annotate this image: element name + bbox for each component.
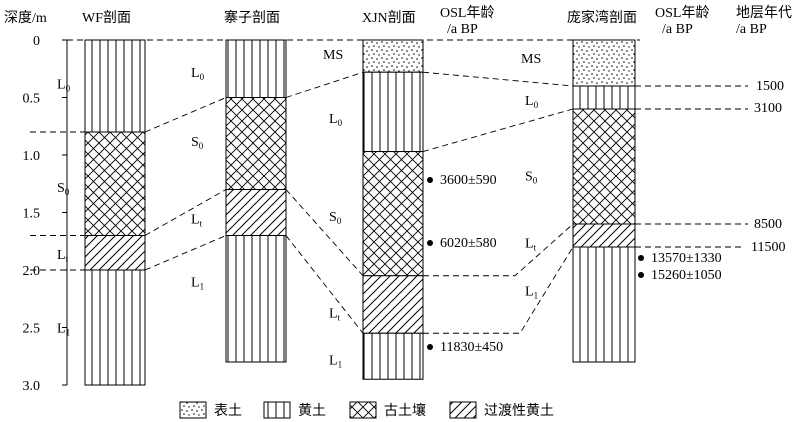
strat-age-3100: 3100 <box>754 101 782 116</box>
topsoil-layer <box>572 39 636 87</box>
loess-layer <box>84 269 146 386</box>
depth-tick-label: 2.5 <box>23 322 41 337</box>
correlation-lines <box>30 39 748 334</box>
wf-zhaizi-lt-top-line <box>144 189 227 236</box>
ms-label-pangjiawan: MS <box>521 52 541 67</box>
osl-point-marker <box>427 344 433 350</box>
topsoil-layer <box>362 39 424 73</box>
strat-age-11500: 11500 <box>751 240 785 255</box>
loess-layer <box>225 39 287 98</box>
wf-zhaizi-l1-top-line <box>144 235 227 271</box>
osl-header-1-line1: OSL年龄 <box>440 5 494 21</box>
strat-age-1500: 1500 <box>756 79 784 94</box>
legend-label-topsoil: 表土 <box>214 403 242 419</box>
transitional-layer <box>225 189 287 236</box>
ms-label-xjn: MS <box>323 48 343 63</box>
layer-label-xjn: Lt <box>329 307 341 323</box>
layer-label-zhaizi: L1 <box>191 276 204 292</box>
layer-label-pangjiawan: L1 <box>525 285 538 301</box>
legend-label-loess: 黄土 <box>298 402 326 419</box>
osl-age-xjn-3: 11830±450 <box>440 340 503 355</box>
layer-label-zhaizi: Lt <box>191 212 203 228</box>
legend-swatch-loess <box>263 401 291 419</box>
layer-label-wf: S0 <box>57 181 70 197</box>
legend-swatch-paleosol <box>349 401 377 419</box>
zhaizi-xjn-l1-top-line <box>285 235 364 334</box>
strat-header-line1: 地层年代 <box>736 5 792 21</box>
depth-tick-label: 1.0 <box>23 149 41 164</box>
paleosol-layer <box>572 108 636 225</box>
osl-ages-xjn: 3600±590 6020±580 11830±450 <box>427 173 503 355</box>
zhaizi-section-column <box>225 39 287 363</box>
stratigraphic-ages: 1500 3100 8500 11500 <box>751 79 785 255</box>
osl-point-marker <box>427 240 433 246</box>
wf-zhaizi-s0-top-line <box>144 97 227 133</box>
legend-swatch-transitional <box>449 401 477 419</box>
xjn-pjw-l1-top-line <box>423 246 574 334</box>
layer-label-pangjiawan: L0 <box>525 94 539 110</box>
loess-layer <box>84 39 146 133</box>
osl-header-2-line1: OSL年龄 <box>655 5 709 21</box>
pangjiawan-section-title: 庞家湾剖面 <box>567 9 637 26</box>
legend-swatch-topsoil <box>179 401 207 419</box>
xjn-pjw-l0-top-line <box>422 71 574 87</box>
layer-label-wf: Lt <box>57 248 69 264</box>
osl-age-xjn-2: 6020±580 <box>440 236 497 251</box>
paleosol-layer <box>225 97 287 190</box>
xjn-pjw-s0-top-line <box>422 108 574 152</box>
transitional-layer <box>84 235 146 271</box>
depth-axis-label: 深度/m <box>4 10 47 26</box>
layer-label-zhaizi: S0 <box>191 135 204 151</box>
osl-point-marker <box>638 272 644 278</box>
wf-section-column <box>84 39 146 386</box>
wf-section-title: WF剖面 <box>82 10 131 26</box>
zhaizi-section-title: 寨子剖面 <box>224 9 280 26</box>
zhaizi-xjn-lt-top-line <box>285 189 364 277</box>
transitional-layer <box>362 275 424 334</box>
depth-axis: 0 0.5 1.0 1.5 2.0 2.5 3.0 <box>23 34 68 394</box>
loess-layer <box>225 235 287 363</box>
layer-label-wf: L0 <box>57 78 71 94</box>
loess-layer <box>572 85 636 110</box>
osl-point-marker <box>427 177 433 183</box>
layer-label-pangjiawan: S0 <box>525 170 538 186</box>
xjn-section-column <box>362 39 424 380</box>
osl-header-2-line2: /a BP <box>662 22 693 37</box>
loess-layer <box>362 71 424 153</box>
pangjiawan-section-column <box>572 39 636 363</box>
layer-label-zhaizi: L0 <box>191 66 205 82</box>
xjn-pjw-lt-top-line <box>423 223 574 277</box>
depth-tick-label: 0 <box>33 34 40 49</box>
osl-age-pangjiawan-2: 15260±1050 <box>651 268 722 283</box>
layer-label-pangjiawan: Lt <box>525 236 537 252</box>
depth-tick-label: 0.5 <box>23 92 41 107</box>
osl-age-pangjiawan-1: 13570±1330 <box>651 251 722 266</box>
depth-tick-label: 2.0 <box>23 264 41 279</box>
layer-label-xjn: S0 <box>329 210 342 226</box>
zhaizi-xjn-l0-top-line <box>285 71 364 98</box>
layer-label-wf: L1 <box>57 322 70 338</box>
osl-ages-pangjiawan: 13570±1330 15260±1050 <box>638 251 722 283</box>
transitional-layer <box>572 223 636 248</box>
osl-header-1-line2: /a BP <box>447 22 478 37</box>
osl-age-xjn-1: 3600±590 <box>440 173 497 188</box>
legend-label-transitional: 过渡性黄土 <box>484 402 554 419</box>
paleosol-layer <box>362 151 424 277</box>
legend-label-paleosol: 古土壤 <box>384 402 426 419</box>
strat-header-line2: /a BP <box>736 22 767 37</box>
xjn-section-title: XJN剖面 <box>362 10 416 26</box>
paleosol-layer <box>84 131 146 236</box>
depth-tick-label: 1.5 <box>23 207 41 222</box>
legend: 表土 黄土 古土壤 过渡性黄土 <box>179 401 554 419</box>
layer-label-xjn: L0 <box>329 112 343 128</box>
strat-age-8500: 8500 <box>754 217 782 232</box>
osl-point-marker <box>638 255 644 261</box>
layer-label-xjn: L1 <box>329 354 342 370</box>
depth-tick-label: 3.0 <box>23 379 41 394</box>
loess-layer <box>572 246 636 363</box>
loess-layer <box>362 332 424 380</box>
